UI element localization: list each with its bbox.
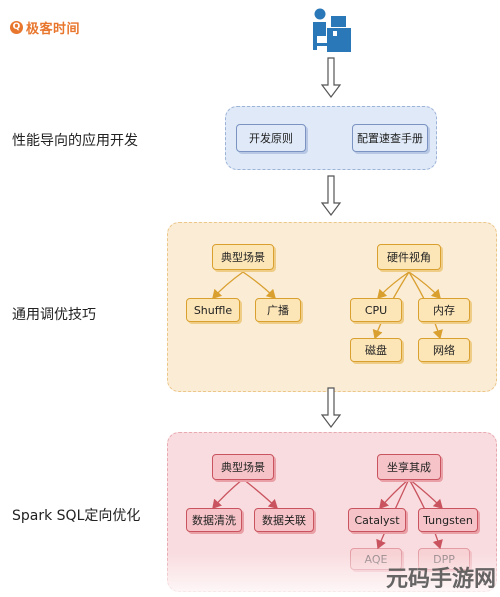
down-arrow-icon — [320, 175, 342, 216]
node-typical-scenarios-sql: 典型场景 — [212, 454, 274, 480]
node-data-cleaning: 数据清洗 — [186, 508, 242, 532]
user-at-desk-icon — [313, 8, 351, 52]
node-network: 网络 — [418, 338, 470, 362]
section-label-spark-sql: Spark SQL定向优化 — [12, 508, 141, 524]
node-cpu: CPU — [350, 298, 402, 322]
node-config-manual: 配置速查手册 — [352, 124, 428, 152]
watermark: 元码手游网 — [385, 567, 496, 592]
node-shuffle: Shuffle — [186, 298, 240, 322]
node-broadcast: 广播 — [255, 298, 301, 322]
section-label-general-tuning: 通用调优技巧 — [12, 307, 96, 323]
node-memory: 内存 — [418, 298, 470, 322]
logo: Q 极客时间 — [10, 18, 80, 37]
logo-mark: Q — [10, 21, 23, 34]
section-label-app-dev: 性能导向的应用开发 — [12, 133, 138, 149]
down-arrow-icon — [320, 387, 342, 428]
node-hardware-view: 硬件视角 — [377, 244, 441, 270]
node-dev-principles: 开发原则 — [236, 124, 306, 152]
bottom-fade — [167, 553, 497, 597]
node-data-join: 数据关联 — [254, 508, 314, 532]
node-typical-scenarios: 典型场景 — [212, 244, 274, 270]
logo-text: 极客时间 — [26, 22, 81, 37]
down-arrow-icon — [320, 57, 342, 98]
node-tungsten: Tungsten — [418, 508, 478, 532]
node-disk: 磁盘 — [350, 338, 402, 362]
node-each-in-place: 坐享其成 — [377, 454, 441, 480]
node-catalyst: Catalyst — [348, 508, 406, 532]
